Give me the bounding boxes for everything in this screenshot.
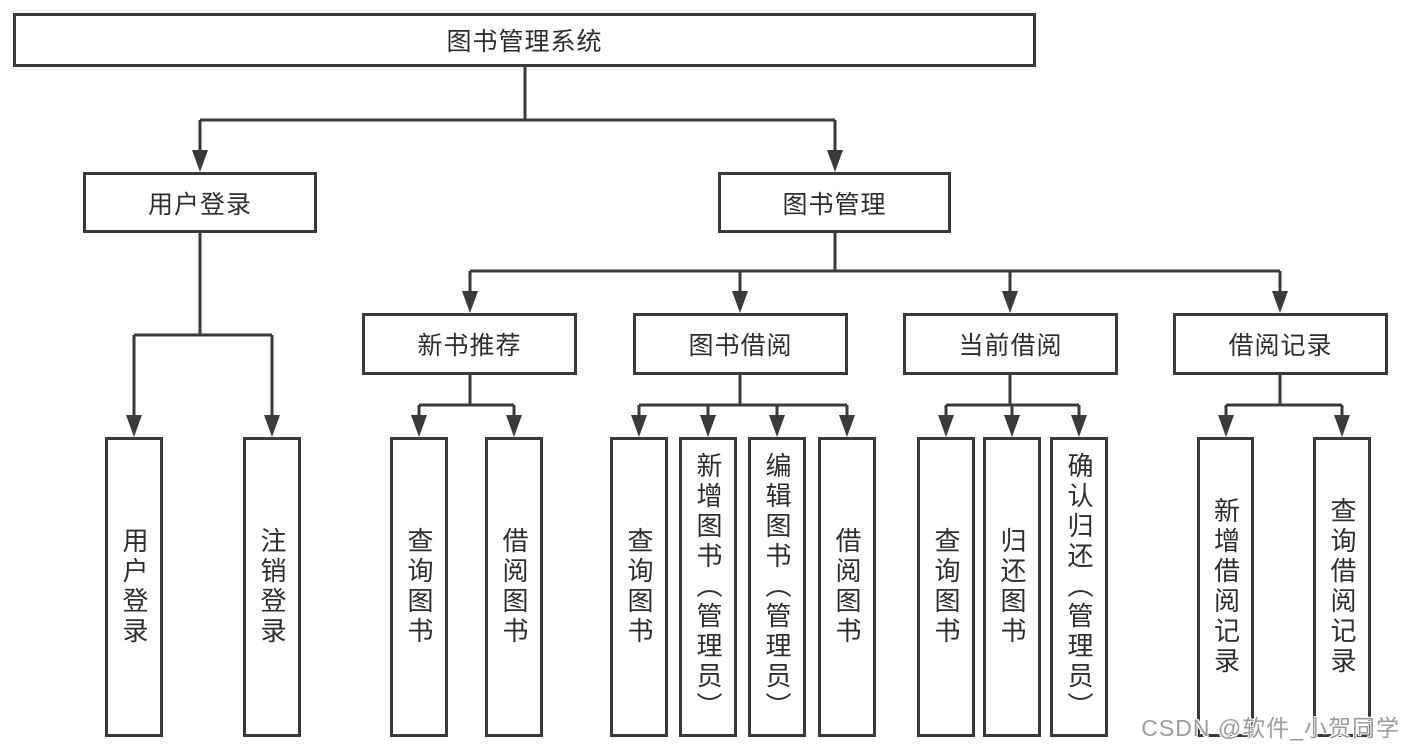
leaf-query-books-recommend: 查询图书 [390,437,448,737]
leaf-user-login: 用户登录 [105,437,163,737]
leaf-label: 查询借阅记录 [1327,497,1357,677]
node-book-borrowing: 图书借阅 [633,313,848,375]
node-borrowing-records: 借阅记录 [1173,313,1388,375]
leaf-label: 新增图书（管理员） [693,452,723,722]
leaf-query-borrow-record: 查询借阅记录 [1313,437,1371,737]
leaf-label: 查询图书 [404,527,434,647]
watermark: CSDN @软件_小贺同学 [1141,715,1400,741]
leaf-label: 编辑图书（管理员） [762,452,792,722]
leaf-add-book-admin: 新增图书（管理员） [679,437,737,737]
leaf-logout: 注销登录 [243,437,301,737]
leaf-borrow-books-recommend: 借阅图书 [485,437,543,737]
leaf-label: 借阅图书 [832,527,862,647]
leaf-label: 查询图书 [624,527,654,647]
node-label: 图书借阅 [688,332,793,360]
leaf-label: 归还图书 [997,527,1027,647]
node-label: 用户登录 [147,190,252,219]
leaf-label: 确认归还（管理员） [1064,452,1094,722]
leaf-label: 新增借阅记录 [1210,497,1241,677]
node-label: 借阅记录 [1228,332,1333,360]
leaf-edit-book-admin: 编辑图书（管理员） [748,437,806,737]
node-label: 图书管理 [782,190,887,219]
leaf-query-books-borrowing: 查询图书 [610,437,668,737]
node-book-management: 图书管理 [718,172,951,233]
node-label: 图书管理系统 [446,28,603,56]
leaf-label: 借阅图书 [499,527,529,647]
node-label: 新书推荐 [417,332,522,360]
node-new-book-recommendation: 新书推荐 [362,313,577,375]
node-user-login: 用户登录 [83,172,317,233]
leaf-confirm-return-admin: 确认归还（管理员） [1050,437,1108,737]
leaf-borrow-books-borrowing: 借阅图书 [818,437,876,737]
leaf-add-borrow-record: 新增借阅记录 [1197,437,1254,737]
leaf-return-book: 归还图书 [983,437,1041,737]
leaf-label: 注销登录 [257,527,287,647]
leaf-query-books-current: 查询图书 [917,437,975,737]
leaf-label: 查询图书 [931,527,961,647]
node-current-borrowing: 当前借阅 [903,313,1118,375]
node-library-management-system: 图书管理系统 [13,13,1036,67]
leaf-label: 用户登录 [119,527,149,647]
node-label: 当前借阅 [958,332,1063,360]
